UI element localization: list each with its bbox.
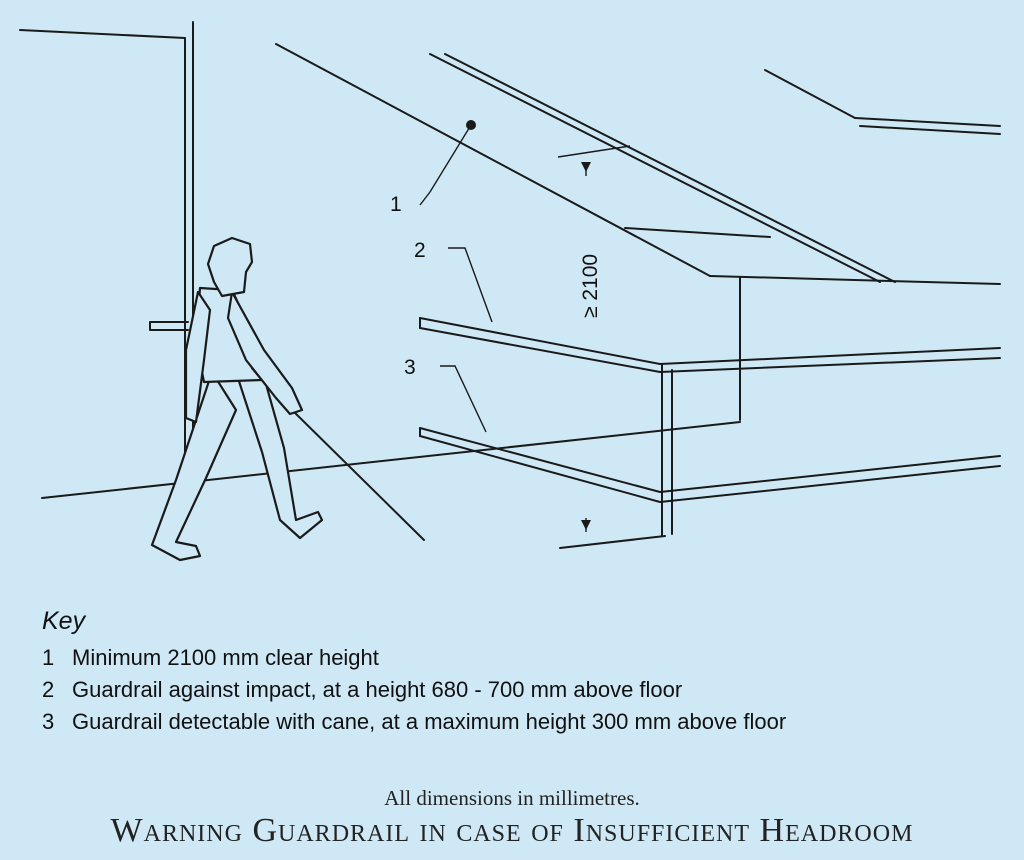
key-title: Key [42,607,86,635]
figure-caption: Warning Guardrail in case of Insufficien… [110,812,914,849]
callout-2: 2 [414,239,426,262]
callout-1: 1 [390,193,402,216]
key-item-number: 2 [42,677,55,702]
key-item: 1 Minimum 2100 mm clear height [42,642,1002,674]
key-item: 2 Guardrail against impact, at a height … [42,674,1002,706]
key-item-text: Guardrail detectable with cane, at a max… [72,709,787,734]
key-section: Key 1 Minimum 2100 mm clear height 2 Gua… [42,606,1002,738]
dimension-label: ≥ 2100 [579,254,602,318]
callout-leaders [419,120,493,433]
key-item-text: Minimum 2100 mm clear height [72,645,379,670]
lower-guardrail [419,427,1001,503]
headroom-diagram: ≥ 2100 1 2 3 [19,21,1001,562]
person-with-cane-icon [150,236,425,562]
key-item-text: Guardrail against impact, at a height 68… [72,677,683,702]
dimensions-note: All dimensions in millimetres. [384,786,640,810]
staircase [275,43,1001,421]
dimension-markers [557,145,631,532]
guardrail-post [661,363,673,537]
callout-3: 3 [404,356,416,379]
key-item-number: 3 [42,709,55,734]
key-item-number: 1 [42,645,55,670]
wall-corner [19,21,194,481]
key-item: 3 Guardrail detectable with cane, at a m… [42,706,1002,738]
upper-guardrail [419,317,1001,373]
